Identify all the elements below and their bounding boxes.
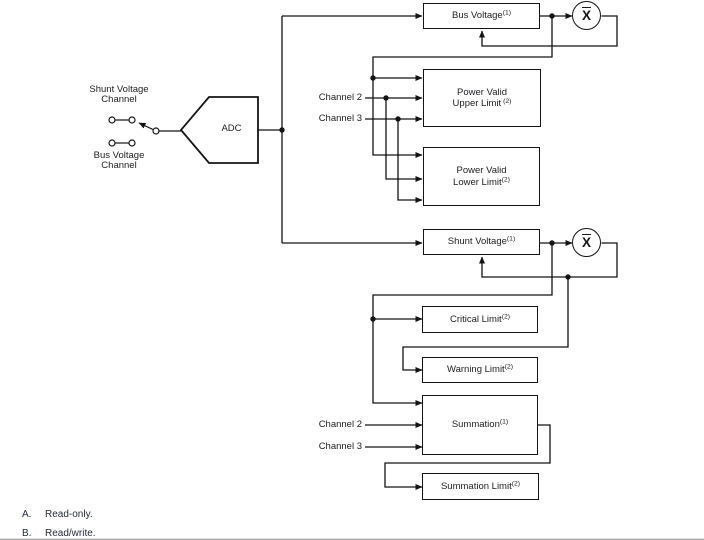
bus-voltage-channel-label: Bus Voltage Channel	[93, 150, 145, 171]
wire-group	[258, 13, 618, 490]
note-read-only: A. Read-only.	[22, 509, 93, 520]
adc-block-shape	[179, 96, 259, 164]
warning-limit-register: Warning Limit(2)	[422, 357, 538, 383]
warning-limit-label: Warning Limit(2)	[446, 363, 514, 376]
critical-limit-label: Critical Limit(2)	[449, 313, 511, 325]
power-valid-lower-line1: Power Valid	[456, 165, 507, 176]
average-x-symbol: X	[581, 235, 591, 250]
average-x-symbol: X	[581, 8, 591, 23]
channel-select-switch-icon	[108, 116, 181, 147]
shunt-voltage-register: Shunt Voltage(1)	[423, 229, 540, 255]
channel-3-input-label-power-valid: Channel 3	[318, 113, 362, 124]
power-valid-lower-limit-register: Power Valid Lower Limit(2)	[423, 147, 540, 206]
summation-label: Summation(1)	[451, 418, 509, 431]
power-valid-upper-line2: Upper Limit(2)	[452, 97, 512, 109]
shunt-voltage-channel-label: Shunt Voltage Channel	[89, 84, 149, 105]
shunt-voltage-register-label: Shunt Voltage(1)	[447, 235, 516, 248]
junction-dots	[279, 13, 571, 322]
power-valid-upper-line1: Power Valid	[457, 86, 507, 98]
power-valid-lower-line2: Lower Limit(2)	[453, 176, 510, 188]
bus-voltage-register-label: Bus Voltage(1)	[451, 9, 512, 22]
summation-limit-register: Summation Limit(2)	[422, 473, 539, 500]
bus-voltage-register: Bus Voltage(1)	[423, 3, 540, 29]
power-valid-upper-limit-register: Power Valid Upper Limit(2)	[423, 69, 541, 127]
summation-limit-label: Summation Limit(2)	[440, 480, 521, 492]
channel-2-input-label-power-valid: Channel 2	[318, 92, 362, 103]
adc-label: ADC	[221, 123, 242, 134]
average-circle-bus: X	[572, 1, 601, 30]
critical-limit-register: Critical Limit(2)	[422, 306, 538, 333]
channel-3-input-label-summation: Channel 3	[318, 441, 362, 452]
average-circle-shunt: X	[572, 228, 601, 257]
channel-2-input-label-summation: Channel 2	[318, 419, 362, 430]
summation-register: Summation(1)	[422, 395, 538, 455]
note-read-write: B. Read/write.	[22, 528, 96, 539]
